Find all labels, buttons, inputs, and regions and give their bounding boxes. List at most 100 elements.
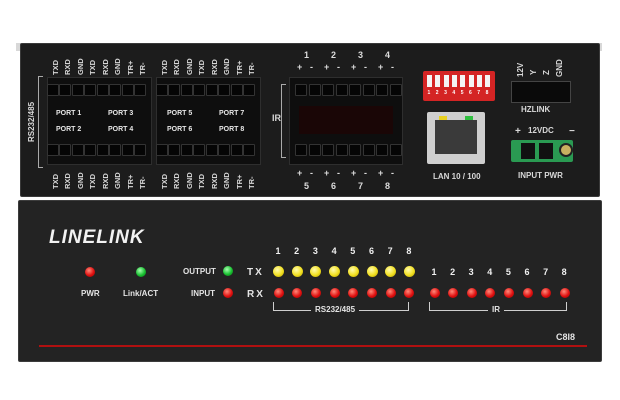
polarity-minus: - bbox=[337, 62, 340, 72]
ir-terminal-slot[interactable] bbox=[376, 84, 388, 96]
terminal-slot[interactable] bbox=[168, 144, 180, 156]
dip-switch-key[interactable] bbox=[427, 75, 432, 87]
polarity-plus: + bbox=[297, 62, 303, 72]
terminal-slot[interactable] bbox=[168, 84, 180, 96]
terminal-slot[interactable] bbox=[218, 144, 230, 156]
terminal-slot[interactable] bbox=[181, 144, 193, 156]
dip-switch-key[interactable] bbox=[451, 75, 457, 87]
rx-led bbox=[292, 288, 303, 298]
hzlink-pin-label: Y bbox=[529, 69, 538, 75]
terminal-slot[interactable] bbox=[181, 84, 193, 96]
ir-number: 3 bbox=[468, 267, 474, 277]
dip-switch-key[interactable] bbox=[485, 75, 491, 87]
ir-terminal-slot[interactable] bbox=[322, 144, 334, 156]
hzlink-connector[interactable] bbox=[511, 81, 571, 103]
terminal-slot[interactable] bbox=[193, 84, 205, 96]
ir-terminal-slot[interactable] bbox=[308, 84, 321, 96]
terminal-slot[interactable] bbox=[122, 84, 134, 96]
pin-label-bottom: GND bbox=[222, 172, 231, 189]
ir-terminal-slot[interactable] bbox=[349, 144, 361, 156]
terminal-slot[interactable] bbox=[97, 144, 109, 156]
pin-label-top: GND bbox=[76, 58, 85, 75]
ir-terminal-slot[interactable] bbox=[295, 84, 307, 96]
pin-label-bottom: RXD bbox=[63, 173, 72, 189]
link-act-led bbox=[136, 267, 146, 277]
rx-led bbox=[329, 288, 340, 298]
dip-switch[interactable] bbox=[423, 71, 495, 101]
ir-terminal-slot[interactable] bbox=[349, 84, 361, 96]
terminal-slot[interactable] bbox=[218, 84, 230, 96]
ir-top-number: 2 bbox=[331, 50, 337, 60]
terminal-slot[interactable] bbox=[122, 144, 134, 156]
terminal-slot[interactable] bbox=[134, 144, 146, 156]
ir-bottom-number: 6 bbox=[331, 181, 337, 191]
pin-label-top: RXD bbox=[172, 59, 181, 75]
terminal-slot[interactable] bbox=[156, 144, 168, 156]
polarity-minus: - bbox=[364, 168, 367, 178]
polarity-plus: + bbox=[351, 62, 357, 72]
hzlink-pin-label: Z bbox=[542, 70, 551, 75]
terminal-slot[interactable] bbox=[59, 144, 71, 156]
terminal-slot[interactable] bbox=[109, 84, 121, 96]
terminal-slot[interactable] bbox=[59, 84, 71, 96]
ir-number: 4 bbox=[487, 267, 493, 277]
ir-number: 1 bbox=[431, 267, 437, 277]
dip-switch-key[interactable] bbox=[468, 75, 474, 87]
terminal-slot[interactable] bbox=[84, 144, 96, 156]
port-5-label: PORT 5 bbox=[167, 110, 193, 117]
terminal-slot[interactable] bbox=[109, 144, 121, 156]
terminal-slot[interactable] bbox=[193, 144, 205, 156]
ir-window bbox=[299, 106, 393, 134]
polarity-plus: + bbox=[324, 168, 330, 178]
ir-terminal-slot[interactable] bbox=[335, 144, 348, 156]
dip-switch-number: 8 bbox=[485, 90, 489, 96]
dip-switch-key[interactable] bbox=[443, 75, 449, 87]
terminal-slot[interactable] bbox=[134, 84, 146, 96]
terminal-slot[interactable] bbox=[84, 84, 96, 96]
ir-terminal-slot[interactable] bbox=[389, 144, 402, 156]
ir-terminal-slot[interactable] bbox=[322, 84, 334, 96]
terminal-slot[interactable] bbox=[97, 84, 109, 96]
pin-label-top: TR+ bbox=[235, 60, 244, 75]
polarity-minus: - bbox=[337, 168, 340, 178]
polarity-minus: - bbox=[391, 62, 394, 72]
terminal-slot[interactable] bbox=[206, 144, 218, 156]
dip-switch-key[interactable] bbox=[476, 75, 482, 87]
rs232-number: 2 bbox=[294, 246, 300, 256]
terminal-slot[interactable] bbox=[231, 144, 243, 156]
ir-terminal-slot[interactable] bbox=[362, 84, 375, 96]
model-label: C8I8 bbox=[556, 332, 576, 342]
terminal-slot[interactable] bbox=[243, 84, 255, 96]
terminal-slot[interactable] bbox=[243, 144, 255, 156]
rs232-group-label: RS232/485 bbox=[311, 305, 360, 314]
rs232-side-label: RS232/485 bbox=[27, 101, 36, 142]
dip-switch-key[interactable] bbox=[435, 75, 441, 87]
terminal-slot[interactable] bbox=[47, 84, 59, 96]
terminal-slot[interactable] bbox=[206, 84, 218, 96]
dip-switch-number: 4 bbox=[452, 90, 456, 96]
rack-ear-left bbox=[16, 43, 22, 51]
pin-label-bottom: RXD bbox=[210, 173, 219, 189]
ir-terminal-slot[interactable] bbox=[308, 144, 321, 156]
dip-switch-number: 2 bbox=[435, 90, 439, 96]
ir-terminal-slot[interactable] bbox=[376, 144, 388, 156]
polarity-plus: + bbox=[378, 62, 384, 72]
pin-label-top: TR- bbox=[247, 62, 256, 76]
pin-label-top: TXD bbox=[88, 60, 97, 75]
power-plus: + bbox=[515, 126, 521, 137]
terminal-slot[interactable] bbox=[156, 84, 168, 96]
polarity-minus: - bbox=[310, 62, 313, 72]
tx-led bbox=[347, 266, 359, 277]
ir-terminal-slot[interactable] bbox=[335, 84, 348, 96]
ir-terminal-slot[interactable] bbox=[295, 144, 307, 156]
terminal-slot[interactable] bbox=[72, 84, 84, 96]
rs232-number: 6 bbox=[368, 246, 374, 256]
input-led bbox=[223, 288, 233, 298]
terminal-slot[interactable] bbox=[72, 144, 84, 156]
terminal-slot[interactable] bbox=[231, 84, 243, 96]
ir-terminal-slot[interactable] bbox=[389, 84, 402, 96]
ir-terminal-slot[interactable] bbox=[362, 144, 375, 156]
pin-label-top: RXD bbox=[63, 59, 72, 75]
dip-switch-key[interactable] bbox=[460, 75, 466, 87]
terminal-slot[interactable] bbox=[47, 144, 59, 156]
